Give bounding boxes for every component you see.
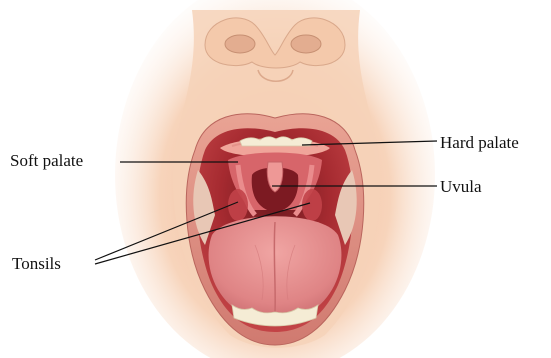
hard-palate-label: Hard palate bbox=[440, 134, 519, 151]
uvula-label: Uvula bbox=[440, 178, 482, 195]
tonsils-label: Tonsils bbox=[12, 255, 61, 272]
right-nostril bbox=[291, 35, 321, 53]
soft-palate-label: Soft palate bbox=[10, 152, 83, 169]
left-nostril bbox=[225, 35, 255, 53]
